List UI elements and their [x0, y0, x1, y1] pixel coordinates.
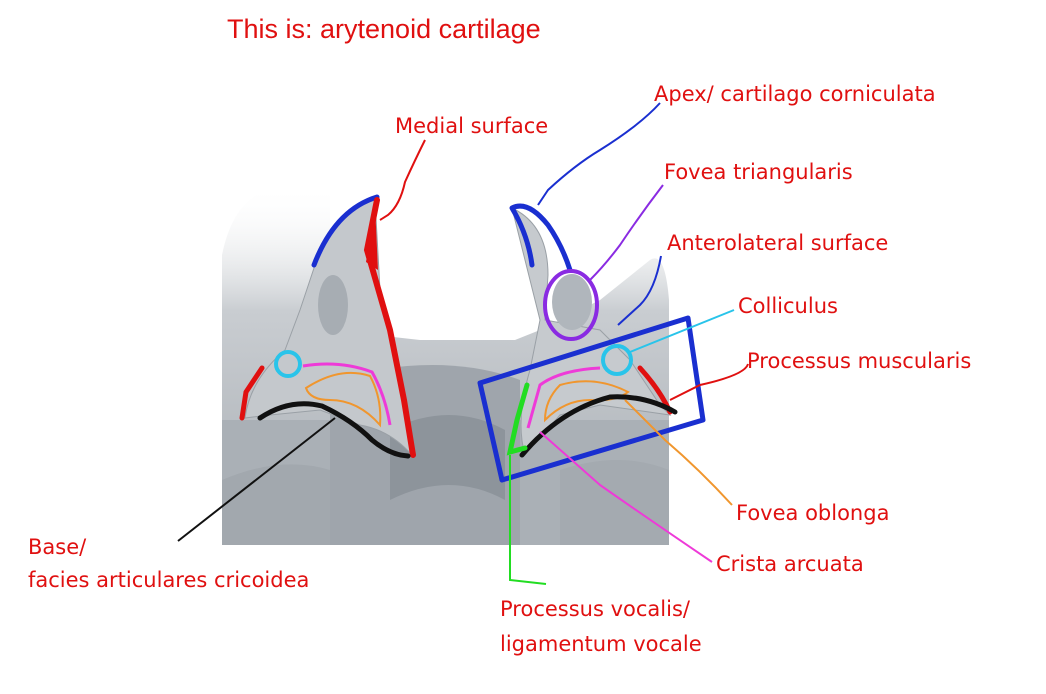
- label-apex: Apex/ cartilago corniculata: [654, 82, 936, 106]
- label-medial-surface: Medial surface: [395, 114, 549, 138]
- label-fovea-triangularis: Fovea triangularis: [664, 160, 853, 184]
- right-base-outline: [519, 394, 678, 458]
- left-fovea-shadow: [318, 275, 348, 335]
- leader-medial-surface: [379, 139, 426, 221]
- left-base-outline: [257, 401, 411, 459]
- label-processus-muscularis: Processus muscularis: [747, 349, 972, 373]
- right-anterolateral-surface-box: [477, 315, 706, 483]
- tissue-dark-center: [390, 415, 505, 500]
- left-apex-outline: [311, 194, 380, 268]
- label-processus-vocalis-line1: Processus vocalis/: [500, 597, 690, 621]
- tissue-left-lower: [222, 464, 330, 545]
- label-colliculus: Colliculus: [738, 294, 838, 318]
- label-processus-vocalis-line2: ligamentum vocale: [500, 632, 702, 656]
- left-fovea-oblonga-outline: [304, 371, 382, 428]
- label-fovea-oblonga: Fovea oblonga: [736, 501, 890, 525]
- label-base-line1: Base/: [28, 535, 87, 559]
- label-base-line2: facies articulares cricoidea: [28, 568, 310, 592]
- leader-processus-muscularis: [669, 363, 749, 401]
- right-crista-arcuata-line: [526, 366, 601, 429]
- diagram-title: This is: arytenoid cartilage: [227, 14, 541, 44]
- right-colliculus-circle: [601, 344, 633, 376]
- leader-base: [177, 417, 336, 542]
- label-crista-arcuata: Crista arcuata: [716, 552, 864, 576]
- leader-anterolateral-surface: [617, 255, 662, 326]
- left-processus-muscularis-outline: [239, 365, 265, 421]
- leader-apex: [537, 102, 661, 206]
- right-apex-outline: [509, 203, 573, 273]
- leader-fovea-oblonga: [624, 399, 733, 506]
- left-medial-surface-outline: [363, 197, 416, 458]
- tissue-right-lower: [560, 460, 669, 545]
- leader-fovea-triangularis: [589, 184, 664, 281]
- leader-processus-vocalis: [509, 455, 547, 585]
- right-fovea-triangularis-circle: [543, 269, 599, 341]
- leader-colliculus: [629, 309, 735, 353]
- right-fovea-shadow: [552, 274, 592, 330]
- leader-crista-arcuata: [539, 431, 713, 563]
- left-colliculus-circle: [274, 350, 302, 378]
- label-anterolateral-surface: Anterolateral surface: [667, 231, 889, 255]
- left-crista-arcuata-line: [302, 362, 392, 426]
- right-vocalis-outline: [506, 382, 530, 456]
- left-medial-surface-patch: [366, 205, 378, 270]
